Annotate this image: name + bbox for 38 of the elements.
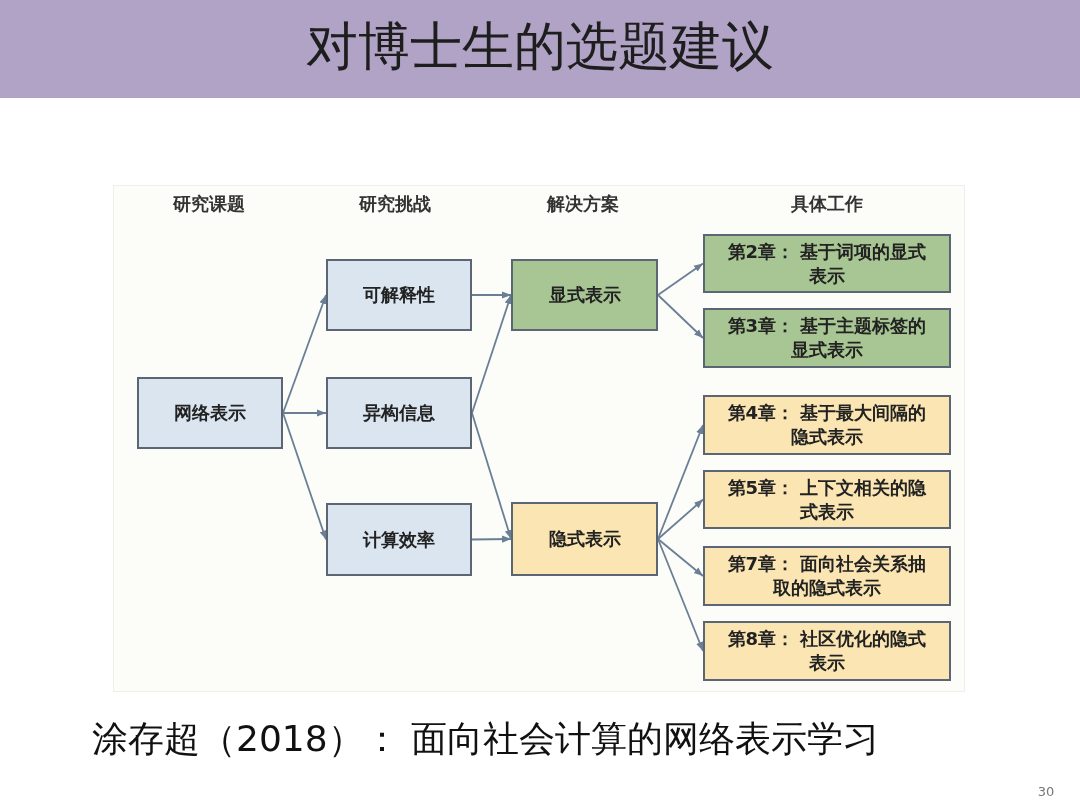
box-label: 网络表示 (173, 401, 247, 425)
topic-box (137, 377, 283, 449)
page-number: 30 (1037, 783, 1055, 799)
title: 对博士生的选题建议 (306, 15, 774, 78)
caption: 涂存超（2018）： 面向社会计算的网络表示学习 (92, 717, 880, 761)
arrow (282, 409, 327, 417)
arrow (657, 262, 704, 296)
box-label: 可解释性 (362, 283, 436, 307)
challenge-box (326, 503, 472, 576)
column-header: 具体工作 (791, 192, 863, 216)
chapter-box (703, 470, 951, 529)
chapter-box (703, 308, 951, 368)
arrow (657, 498, 704, 540)
arrow (471, 291, 512, 299)
challenge-box (326, 377, 472, 449)
column-header: 研究挑战 (359, 192, 431, 216)
box-label: 异构信息 (362, 401, 436, 425)
chapter-box (703, 234, 951, 293)
box-label: 第2章： 基于词项的显式表示 (726, 239, 928, 288)
box-label: 第7章： 面向社会关系抽取的隐式表示 (726, 552, 928, 600)
chapter-box (703, 395, 951, 455)
column-header: 研究课题 (173, 192, 245, 216)
column-header: 解决方案 (547, 192, 619, 216)
box-label: 第3章： 基于主题标签的显式表示 (726, 314, 928, 362)
box-label: 第8章： 社区优化的隐式表示 (726, 627, 928, 675)
solution-box (511, 259, 658, 331)
box-label: 计算效率 (361, 527, 436, 552)
box-label: 第5章： 上下文相关的隐式表示 (726, 475, 928, 524)
challenge-box (326, 259, 472, 331)
arrow (471, 535, 512, 543)
arrow (657, 294, 704, 339)
solution-box (511, 502, 658, 576)
box-label: 隐式表示 (547, 527, 622, 551)
box-label: 显式表示 (547, 283, 622, 307)
arrow (657, 538, 704, 577)
chapter-box (703, 546, 951, 606)
chapter-box (703, 621, 951, 681)
box-label: 第4章： 基于最大间隔的隐式表示 (726, 401, 928, 449)
